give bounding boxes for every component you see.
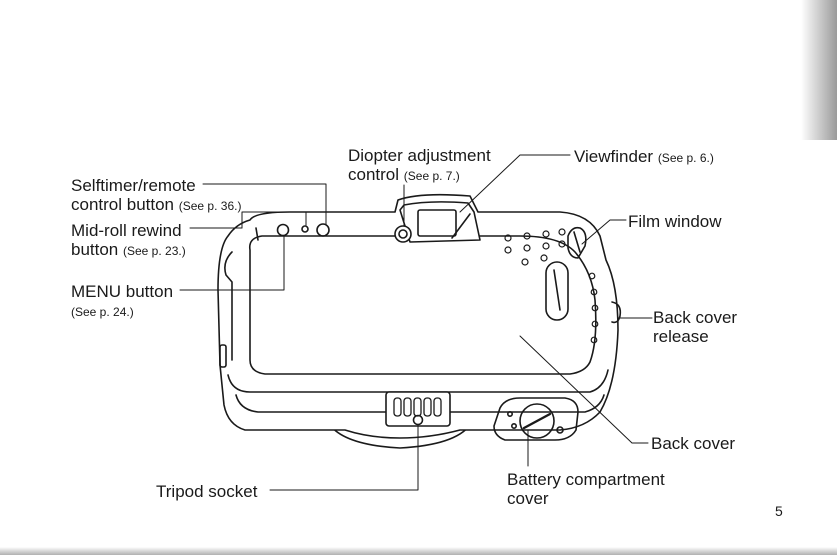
- bottom-edge-shadow: [0, 547, 837, 555]
- label-menu-text: MENU button: [71, 282, 173, 301]
- label-battery-line1: Battery compartment: [507, 470, 665, 489]
- label-midroll: Mid-roll rewind button (See p. 23.): [71, 221, 186, 261]
- label-backcover: Back cover: [651, 434, 735, 453]
- label-backrelease-line1: Back cover: [653, 308, 737, 327]
- label-battery: Battery compartment cover: [507, 470, 665, 508]
- page-number: 5: [775, 503, 783, 519]
- label-selftimer-line2: control button: [71, 195, 174, 214]
- label-diopter-ref: (See p. 7.): [404, 169, 460, 183]
- label-battery-line2: cover: [507, 489, 549, 508]
- label-filmwindow-text: Film window: [628, 212, 722, 231]
- label-viewfinder-text: Viewfinder: [574, 147, 653, 166]
- label-tripod: Tripod socket: [156, 482, 257, 501]
- right-edge-shadow: [801, 0, 837, 140]
- label-backrelease: Back cover release: [653, 308, 737, 346]
- label-menu: MENU button (See p. 24.): [71, 282, 173, 322]
- label-diopter: Diopter adjustment control (See p. 7.): [348, 146, 491, 186]
- label-filmwindow: Film window: [628, 212, 722, 231]
- label-selftimer: Selftimer/remote control button (See p. …: [71, 176, 241, 216]
- diopter-dial: [395, 226, 411, 242]
- label-selftimer-ref: (See p. 36.): [179, 199, 242, 213]
- label-viewfinder-ref: (See p. 6.): [658, 151, 714, 165]
- label-backcover-text: Back cover: [651, 434, 735, 453]
- label-backrelease-line2: release: [653, 327, 709, 346]
- label-selftimer-line1: Selftimer/remote: [71, 176, 196, 195]
- label-diopter-text: Diopter adjustment: [348, 146, 491, 165]
- label-tripod-text: Tripod socket: [156, 482, 257, 501]
- label-midroll-ref: (See p. 23.): [123, 244, 186, 258]
- label-menu-ref: (See p. 24.): [71, 305, 134, 319]
- label-midroll-line1: Mid-roll rewind: [71, 221, 182, 240]
- label-midroll-line2: button: [71, 240, 118, 259]
- label-diopter-line2: control: [348, 165, 399, 184]
- label-viewfinder: Viewfinder (See p. 6.): [574, 147, 714, 168]
